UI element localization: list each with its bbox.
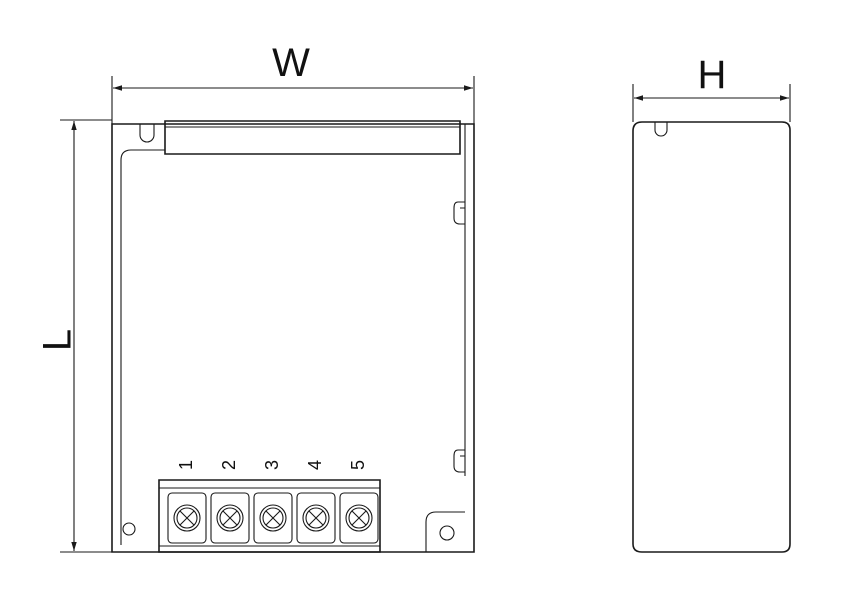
- top-mounting-plate: [164, 120, 461, 155]
- width-dimension: W: [111, 41, 475, 124]
- terminal-screw-head: [219, 507, 241, 529]
- terminal-screw-icon: [345, 504, 373, 532]
- terminal-number-label: 3: [262, 460, 282, 470]
- right-clip-upper: [453, 201, 465, 225]
- right-clip-lower: [453, 449, 465, 473]
- side-outline: [632, 121, 791, 553]
- terminal-number-label: 5: [348, 460, 368, 470]
- front-view: 1 2 3 4 5: [111, 120, 475, 553]
- length-label: L: [36, 329, 80, 351]
- terminal-cross-icon: [351, 510, 367, 526]
- terminal-cell: [253, 492, 293, 544]
- front-inner-flange: [120, 149, 165, 545]
- terminal-cross-icon: [179, 510, 195, 526]
- terminal-block-body: [158, 479, 381, 553]
- top-slot: [112, 123, 165, 143]
- terminal-screw-head: [262, 507, 284, 529]
- length-dimension: L: [36, 119, 112, 553]
- terminal-screw-icon: [259, 504, 287, 532]
- terminal-cell: [167, 492, 207, 544]
- terminal-block: 1 2 3 4 5: [158, 460, 381, 553]
- side-view: [632, 121, 791, 553]
- side-slot: [654, 122, 668, 137]
- terminal-cross-icon: [265, 510, 281, 526]
- mount-bracket-right: [425, 511, 465, 552]
- terminal-screw-icon: [173, 504, 201, 532]
- terminal-number-label: 2: [219, 460, 239, 470]
- front-outline: [111, 123, 475, 553]
- terminal-screw-icon: [216, 504, 244, 532]
- terminal-cross-icon: [222, 510, 238, 526]
- terminal-screw-head: [176, 507, 198, 529]
- terminal-cell: [210, 492, 250, 544]
- terminal-cell: [339, 492, 379, 544]
- terminal-screw-head: [348, 507, 370, 529]
- terminal-number-label: 1: [176, 460, 196, 470]
- mount-hole-left: [122, 522, 136, 536]
- mount-hole-right: [439, 525, 455, 541]
- width-label: W: [272, 41, 310, 85]
- height-label: H: [698, 53, 727, 97]
- terminal-cross-icon: [308, 510, 324, 526]
- terminal-screws: 1 2 3 4 5: [167, 460, 379, 544]
- terminal-cell: [296, 492, 336, 544]
- terminal-screw-icon: [302, 504, 330, 532]
- height-dimension: H: [632, 53, 791, 122]
- terminal-number-label: 4: [305, 460, 325, 470]
- terminal-screw-head: [305, 507, 327, 529]
